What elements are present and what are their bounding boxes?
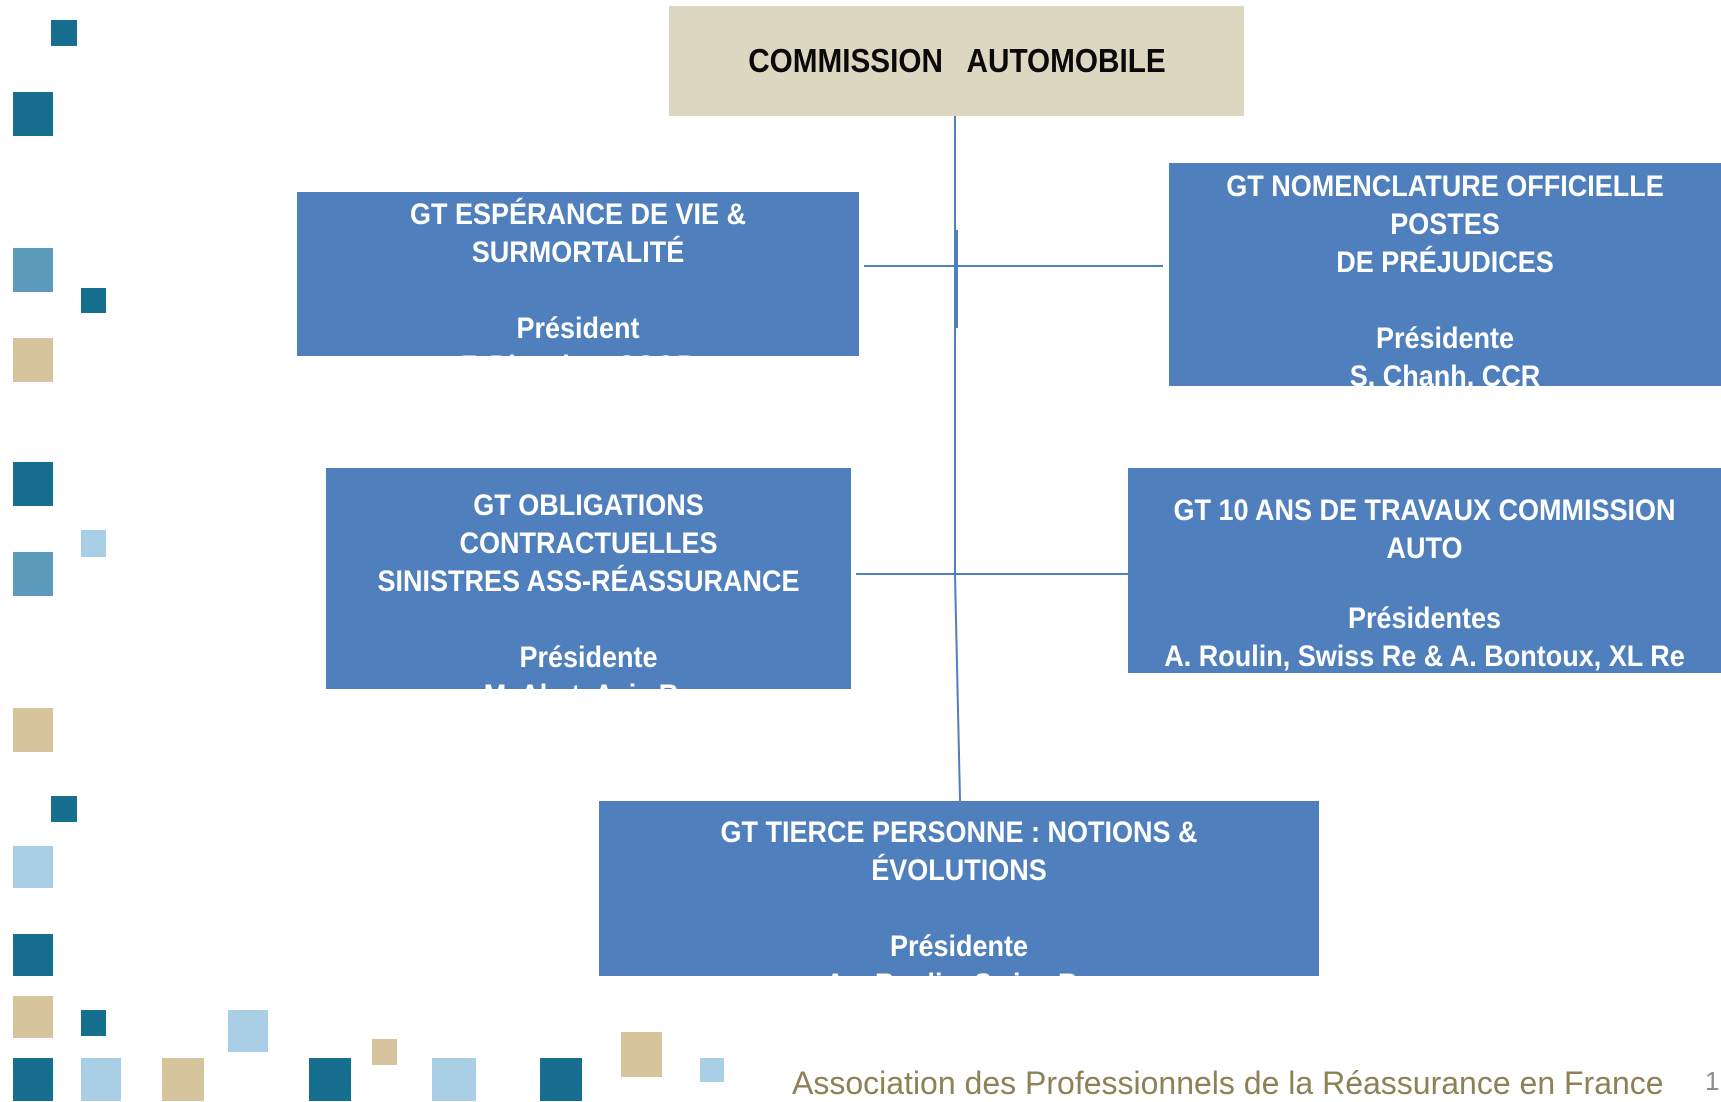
group-box-10-ans-travaux: GT 10 ANS DE TRAVAUX COMMISSION AUTO Pré… — [1128, 468, 1721, 673]
decor-square — [13, 708, 53, 752]
group-role: Présidente — [519, 641, 658, 674]
group-name: S. Chanh, CCR — [1349, 360, 1541, 393]
decor-square — [13, 462, 53, 506]
root-label: COMMISSION AUTOMOBILE — [747, 42, 1166, 79]
decor-square — [13, 338, 53, 382]
decor-square — [309, 1058, 351, 1101]
decor-square — [372, 1039, 397, 1065]
group-role: Président — [516, 312, 640, 345]
decor-square — [13, 846, 53, 888]
decor-square — [13, 248, 53, 292]
decor-square — [51, 796, 77, 822]
group-name: A. Roulin, Swiss Re & A. Bontoux, XL Re — [1164, 640, 1685, 673]
decor-square — [621, 1032, 662, 1077]
group-title: GT 10 ANS DE TRAVAUX COMMISSION AUTO — [1173, 494, 1676, 565]
decor-square — [13, 552, 53, 596]
group-title: DE PRÉJUDICES — [1336, 246, 1554, 279]
decor-square — [81, 1058, 121, 1101]
group-title: SINISTRES ASS-RÉASSURANCE — [377, 565, 800, 598]
page-number: 1 — [1705, 1066, 1720, 1096]
decor-square — [81, 1010, 106, 1036]
group-name: F. Blanchet, SCOR — [460, 350, 696, 383]
root-node: COMMISSION AUTOMOBILE — [669, 6, 1244, 116]
decor-square — [432, 1058, 476, 1101]
decor-square — [51, 20, 77, 46]
group-title: GT OBLIGATIONS CONTRACTUELLES — [459, 489, 718, 560]
group-role: Présidentes — [1347, 602, 1502, 635]
decor-square — [540, 1058, 582, 1101]
group-box-nomenclature: GT NOMENCLATURE OFFICIELLE POSTES DE PRÉ… — [1169, 163, 1721, 393]
decor-square — [81, 288, 106, 313]
group-name: A. Roulin, Swiss Re — [825, 968, 1093, 1001]
group-title: GT TIERCE PERSONNE : NOTIONS & ÉVOLUTION… — [720, 816, 1198, 887]
decor-square — [228, 1010, 268, 1052]
decor-square — [13, 1058, 53, 1101]
group-role: Présidente — [889, 930, 1029, 963]
group-title: GT ESPÉRANCE DE VIE & SURMORTALITÉ — [409, 198, 747, 269]
group-box-tierce-personne: GT TIERCE PERSONNE : NOTIONS & ÉVOLUTION… — [599, 801, 1319, 1001]
decor-square — [81, 530, 106, 557]
group-role: Présidente — [1375, 322, 1515, 355]
decor-square — [13, 92, 53, 136]
decor-square — [13, 934, 53, 976]
group-name: M. Abat, Axis Re — [483, 679, 694, 712]
decor-square — [13, 996, 53, 1038]
footer-text: Association des Professionnels de la Réa… — [792, 1065, 1664, 1101]
group-box-esperance-de-vie: GT ESPÉRANCE DE VIE & SURMORTALITÉ Prési… — [297, 192, 859, 383]
group-box-obligations-contractuelles: GT OBLIGATIONS CONTRACTUELLES SINISTRES … — [326, 468, 851, 712]
decor-square — [700, 1058, 724, 1082]
decor-square — [162, 1058, 204, 1101]
group-title: GT NOMENCLATURE OFFICIELLE POSTES — [1226, 170, 1664, 241]
